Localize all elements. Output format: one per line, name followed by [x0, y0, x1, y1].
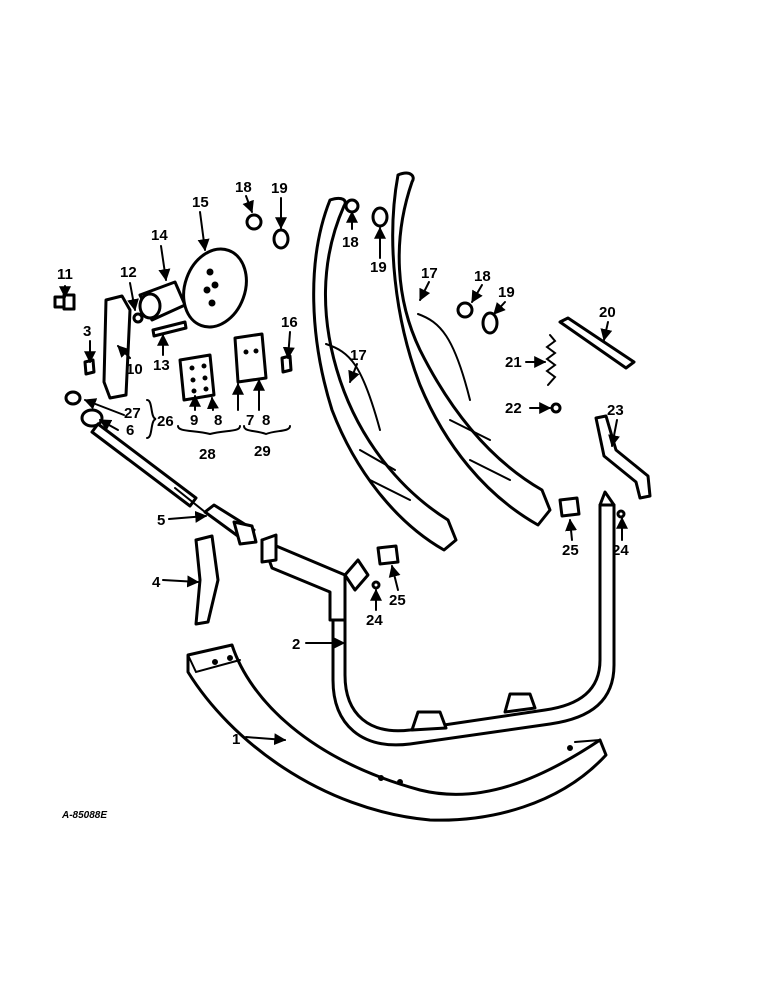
leader-lines	[59, 195, 628, 746]
callout-12: 12	[120, 264, 137, 281]
pin-13-part	[151, 320, 188, 338]
pin-24b-part	[616, 509, 626, 519]
callout-8a: 8	[214, 412, 222, 429]
shank-right-part	[391, 171, 552, 527]
bracket-23-part	[594, 414, 652, 500]
washer-19b-part	[371, 206, 389, 228]
callout-22: 22	[505, 400, 522, 417]
callout-7: 7	[246, 412, 254, 429]
callout-19a: 19	[271, 180, 288, 197]
callout-21: 21	[505, 354, 522, 371]
callout-6: 6	[126, 422, 134, 439]
callout-labels: 1 2 3 4 5 6 7 8 8 9 10 11 12 13 14 15 16…	[57, 179, 629, 821]
pin-24a-part	[371, 580, 381, 590]
callout-5: 5	[157, 512, 165, 529]
main-beam-part	[186, 643, 608, 822]
callout-14: 14	[151, 227, 168, 244]
callout-29: 29	[254, 443, 271, 460]
callout-28: 28	[199, 446, 216, 463]
rod-26-part	[64, 390, 206, 513]
callout-3: 3	[83, 323, 91, 340]
callout-20: 20	[599, 304, 616, 321]
u-tube-frame-part	[331, 490, 616, 747]
washer-19a-part	[272, 228, 290, 250]
plate-28-part	[178, 353, 216, 402]
callout-27: 27	[124, 405, 141, 422]
bushing-25a-part	[376, 544, 400, 566]
callout-25a: 25	[389, 592, 406, 609]
callout-9: 9	[190, 412, 198, 429]
washer-22-part	[550, 402, 562, 414]
bracket-4-part	[194, 534, 220, 626]
washer-19c-part	[481, 311, 499, 335]
callout-19c: 19	[498, 284, 515, 301]
callout-19b: 19	[370, 259, 387, 276]
bolt-12-part	[132, 312, 144, 324]
hub-14-part	[138, 280, 187, 322]
callout-18b: 18	[342, 234, 359, 251]
group-braces	[146, 399, 291, 439]
nut-18c-part	[456, 301, 474, 319]
callout-2: 2	[292, 636, 300, 653]
callout-26: 26	[157, 413, 174, 430]
plate-10-part	[102, 294, 132, 400]
callout-11: 11	[57, 266, 73, 283]
callout-10: 10	[126, 361, 143, 378]
callout-17a: 17	[350, 347, 367, 364]
callout-24a: 24	[366, 612, 383, 629]
figure-code: A-85088E	[61, 810, 107, 821]
callout-1: 1	[232, 731, 240, 748]
callout-13: 13	[153, 357, 170, 374]
callout-16: 16	[281, 314, 298, 331]
nut-18b-part	[344, 198, 360, 214]
frame-bracket-part	[260, 533, 347, 622]
strap-20-part	[558, 316, 636, 370]
coupler-5-part	[203, 503, 258, 546]
callout-4: 4	[152, 574, 161, 591]
callout-15: 15	[192, 194, 209, 211]
nut-18a-part	[245, 213, 263, 231]
shank-left-part	[312, 196, 458, 552]
callout-18c: 18	[474, 268, 491, 285]
bushing-25b-part	[558, 496, 581, 518]
plate-29-part	[233, 332, 268, 384]
callout-24b: 24	[612, 542, 629, 559]
callout-18a: 18	[235, 179, 252, 196]
callout-8b: 8	[262, 412, 270, 429]
bolt-16-part	[280, 354, 293, 374]
spring-21-part	[545, 334, 557, 386]
callout-25b: 25	[562, 542, 579, 559]
callout-23: 23	[607, 402, 624, 419]
callout-17b: 17	[421, 265, 438, 282]
disc-15-part	[182, 247, 248, 329]
